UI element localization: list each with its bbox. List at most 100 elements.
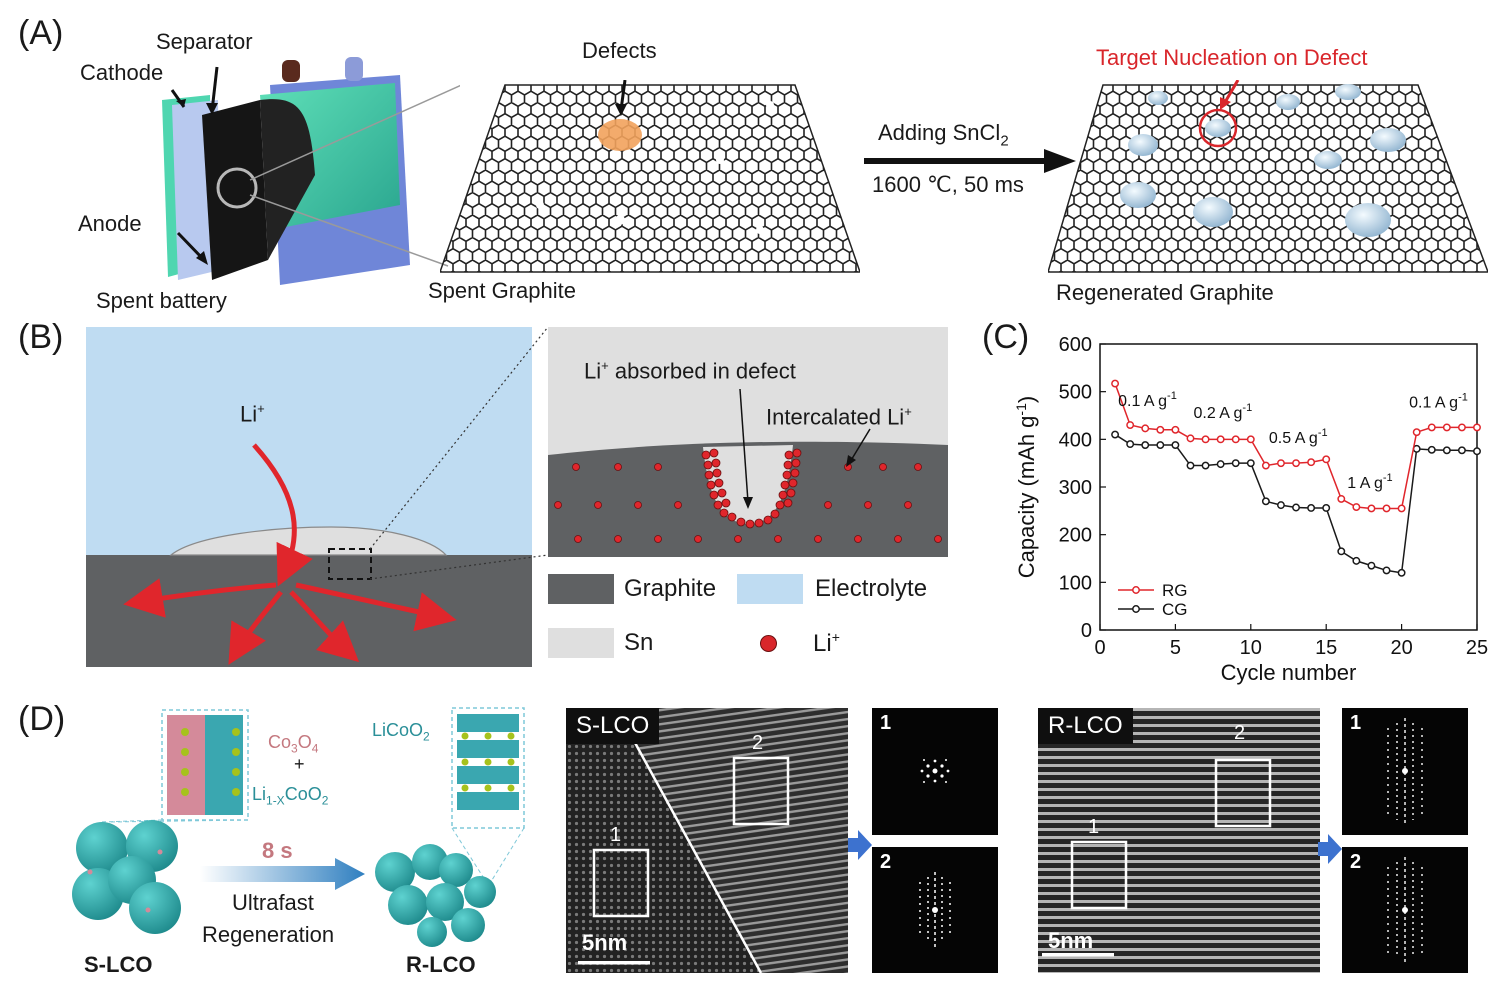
data-point-cg <box>1231 459 1240 468</box>
data-point-rg <box>1382 504 1391 513</box>
data-point-cg <box>1352 556 1361 565</box>
y-tick-label: 600 <box>1059 334 1092 356</box>
rate-annotation: 0.1 A g-1 <box>1118 390 1177 410</box>
licoo2-label: LiCoO2 <box>372 720 430 744</box>
data-point-cg <box>1111 430 1120 439</box>
data-point-rg <box>1397 504 1406 513</box>
s-lco-fft-2: 2 <box>872 847 998 973</box>
data-point-rg <box>1337 494 1346 503</box>
data-point-cg <box>1367 561 1376 570</box>
spent-graphite-sheet <box>440 80 860 273</box>
data-point-cg <box>1141 441 1150 450</box>
zoom-lines <box>249 84 460 267</box>
data-point-rg <box>1352 503 1361 511</box>
regenerated-graphite-label: Regenerated Graphite <box>1056 280 1274 305</box>
data-point-cg <box>1442 446 1451 455</box>
li-absorbed-label: Li+ absorbed in defect <box>584 358 796 384</box>
x-tick-label: 5 <box>1170 637 1181 659</box>
y-tick-label: 400 <box>1059 429 1092 451</box>
r-lco-box-1-label: 1 <box>1088 816 1100 838</box>
s-lco-fft-2-label: 2 <box>880 851 892 873</box>
data-point-rg <box>1367 504 1376 513</box>
s-lco-fft-1: 1 <box>872 708 998 835</box>
data-point-cg <box>1186 461 1195 470</box>
x-tick-label: 10 <box>1240 637 1262 659</box>
legend-marker-cg <box>1132 605 1140 613</box>
s-lco-box-1-label: 1 <box>610 824 622 846</box>
ultrafast-label: Ultrafast <box>232 890 314 915</box>
data-point-cg <box>1292 503 1300 512</box>
panel-d-letter: (D) <box>18 700 66 738</box>
fft-arrow-1 <box>848 830 872 860</box>
y-axis-label: Capacity (mAh g-1) <box>1013 396 1039 578</box>
time-label: 8 s <box>262 838 293 863</box>
s-lco-tag: S-LCO <box>566 708 660 744</box>
process-condition-2: 1600 ℃, 50 ms <box>872 172 1024 197</box>
y-tick-label: 300 <box>1059 477 1092 499</box>
y-tick-label: 100 <box>1059 572 1092 594</box>
data-point-rg <box>1442 423 1451 432</box>
r-lco-scalebar-label: 5nm <box>1048 928 1094 953</box>
data-point-rg <box>1292 459 1300 468</box>
rate-annotation: 0.2 A g-1 <box>1193 402 1252 422</box>
r-lco-micrograph: R-LCO 1 2 5nm <box>1038 708 1320 973</box>
legend-label-li: Li+ <box>813 629 840 657</box>
defect-zoom-schematic <box>548 327 948 557</box>
plus-sign: + <box>294 754 305 774</box>
data-point-rg <box>1216 435 1225 444</box>
data-point-rg <box>1473 423 1481 432</box>
data-point-cg <box>1457 446 1466 455</box>
li-ion-label: Li+ <box>240 401 265 427</box>
r-lco-fft-1-label: 1 <box>1350 712 1362 734</box>
legend-marker-rg <box>1132 586 1140 594</box>
data-point-rg <box>1171 425 1180 434</box>
s-lco-micrograph: S-LCO 1 2 5nm <box>566 708 848 973</box>
data-point-rg <box>1156 425 1165 434</box>
data-point-cg <box>1156 441 1165 450</box>
defects-label: Defects <box>582 38 657 63</box>
s-lco-fft-1-label: 1 <box>880 712 892 734</box>
legend-swatch-li <box>760 635 777 652</box>
x-tick-label: 20 <box>1390 637 1412 659</box>
r-lco-label: R-LCO <box>406 952 476 977</box>
x-tick-label: 0 <box>1094 637 1105 659</box>
co3o4-label: Co3O4 <box>268 732 319 756</box>
process-condition-1: Adding SnCl2 <box>878 120 1009 150</box>
data-point-cg <box>1382 566 1391 575</box>
data-point-rg <box>1141 424 1150 433</box>
plot-frame <box>1099 343 1478 631</box>
rate-annotation: 1 A g-1 <box>1347 472 1392 492</box>
rate-annotation: 0.1 A g-1 <box>1409 391 1468 411</box>
legend-label-graphite: Graphite <box>624 575 717 602</box>
regeneration-label: Regeneration <box>202 922 335 947</box>
data-point-rg <box>1457 423 1466 432</box>
data-point-rg <box>1231 435 1240 444</box>
li-diffusion-schematic <box>86 327 532 667</box>
data-point-cg <box>1126 440 1135 449</box>
y-tick-label: 0 <box>1081 620 1092 642</box>
data-point-cg <box>1216 460 1225 469</box>
data-point-rg <box>1427 423 1436 432</box>
data-point-cg <box>1427 445 1436 454</box>
battery-illustration <box>162 57 410 285</box>
data-point-rg <box>1277 459 1285 468</box>
x-tick-label: 25 <box>1466 637 1488 659</box>
data-point-rg <box>1307 458 1316 467</box>
data-point-rg <box>1201 435 1210 444</box>
y-tick-label: 500 <box>1059 382 1092 404</box>
data-point-cg <box>1307 504 1316 512</box>
zoom-dotted-lines <box>370 327 549 580</box>
y-tick-label: 200 <box>1059 525 1092 547</box>
legend-label-rg: RG <box>1162 581 1188 600</box>
data-point-cg <box>1261 497 1270 506</box>
legend-swatch-graphite <box>548 574 614 604</box>
r-lco-tag: R-LCO <box>1038 708 1133 744</box>
panel-a-letter: (A) <box>18 14 64 52</box>
data-point-cg <box>1473 447 1481 456</box>
data-point-rg <box>1322 455 1331 464</box>
legend-label-electrolyte: Electrolyte <box>815 575 928 602</box>
data-point-cg <box>1337 547 1346 556</box>
s-lco-scalebar-label: 5nm <box>582 930 628 955</box>
data-point-rg <box>1126 421 1135 429</box>
